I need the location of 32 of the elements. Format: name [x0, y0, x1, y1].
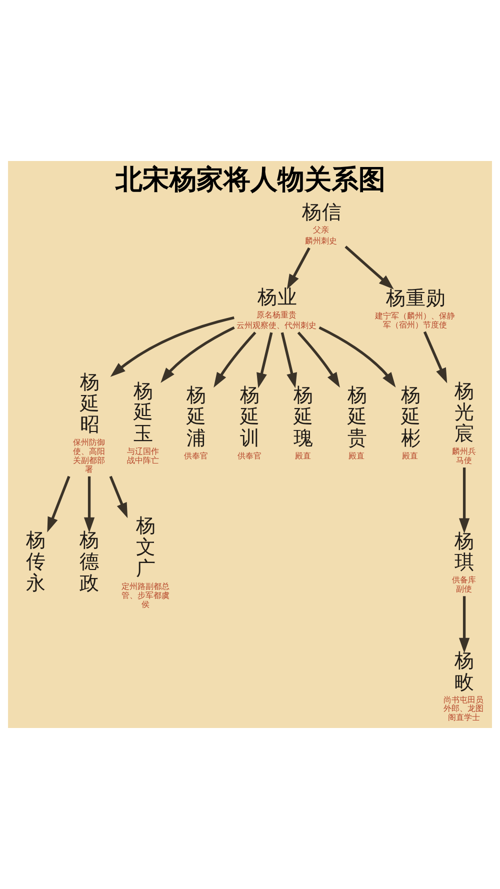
node-text: 杨业 原名杨重贵 云州观察使、代州刺史 — [236, 286, 317, 330]
node-text: 杨延贵 殿直 — [347, 384, 368, 461]
arrow — [256, 332, 273, 388]
arrow — [297, 332, 340, 388]
arrow — [344, 246, 394, 290]
node-text: 杨延训 供奉官 — [238, 384, 262, 461]
arrow — [109, 476, 128, 518]
node-text: 杨光宸 麟州兵马使 — [452, 379, 476, 465]
arrow — [84, 476, 95, 533]
arrow — [280, 332, 298, 388]
arrow — [47, 476, 70, 532]
node-text: 杨延昭 保州防御使、高阳关副都部署 — [73, 370, 106, 474]
node-text: 杨延瑰 殿直 — [294, 384, 314, 461]
node-text: 杨传永 — [26, 528, 46, 594]
arrow — [318, 326, 396, 388]
node-text: 杨信 父亲 麟州刺史 — [302, 200, 342, 246]
diagram-title: 北宋杨家将人物关系图 — [116, 164, 386, 196]
arrow — [110, 316, 234, 377]
node-text: 杨琪 供备库副使 — [452, 529, 476, 594]
node-text: 杨文广 定州路副都总管、步军都虞侯 — [121, 514, 170, 609]
arrow — [214, 332, 256, 388]
node-text: 杨重勋 建宁军（麟州）、保静军（宿州）节度使 — [375, 286, 456, 330]
node-text: 杨延彬 殿直 — [400, 384, 421, 461]
node-text: 杨延浦 供奉官 — [184, 384, 208, 461]
arrow — [160, 326, 235, 383]
arrow — [458, 596, 470, 654]
arrow — [423, 331, 448, 384]
arrow — [286, 247, 310, 290]
node-text: 杨延玉 与辽国作战中阵亡 — [126, 379, 159, 465]
node-text: 杨德政 — [79, 528, 100, 594]
node-text: 杨畋 尚书屯田员外郎、龙图阁直学士 — [444, 648, 484, 722]
arrow — [458, 468, 470, 534]
